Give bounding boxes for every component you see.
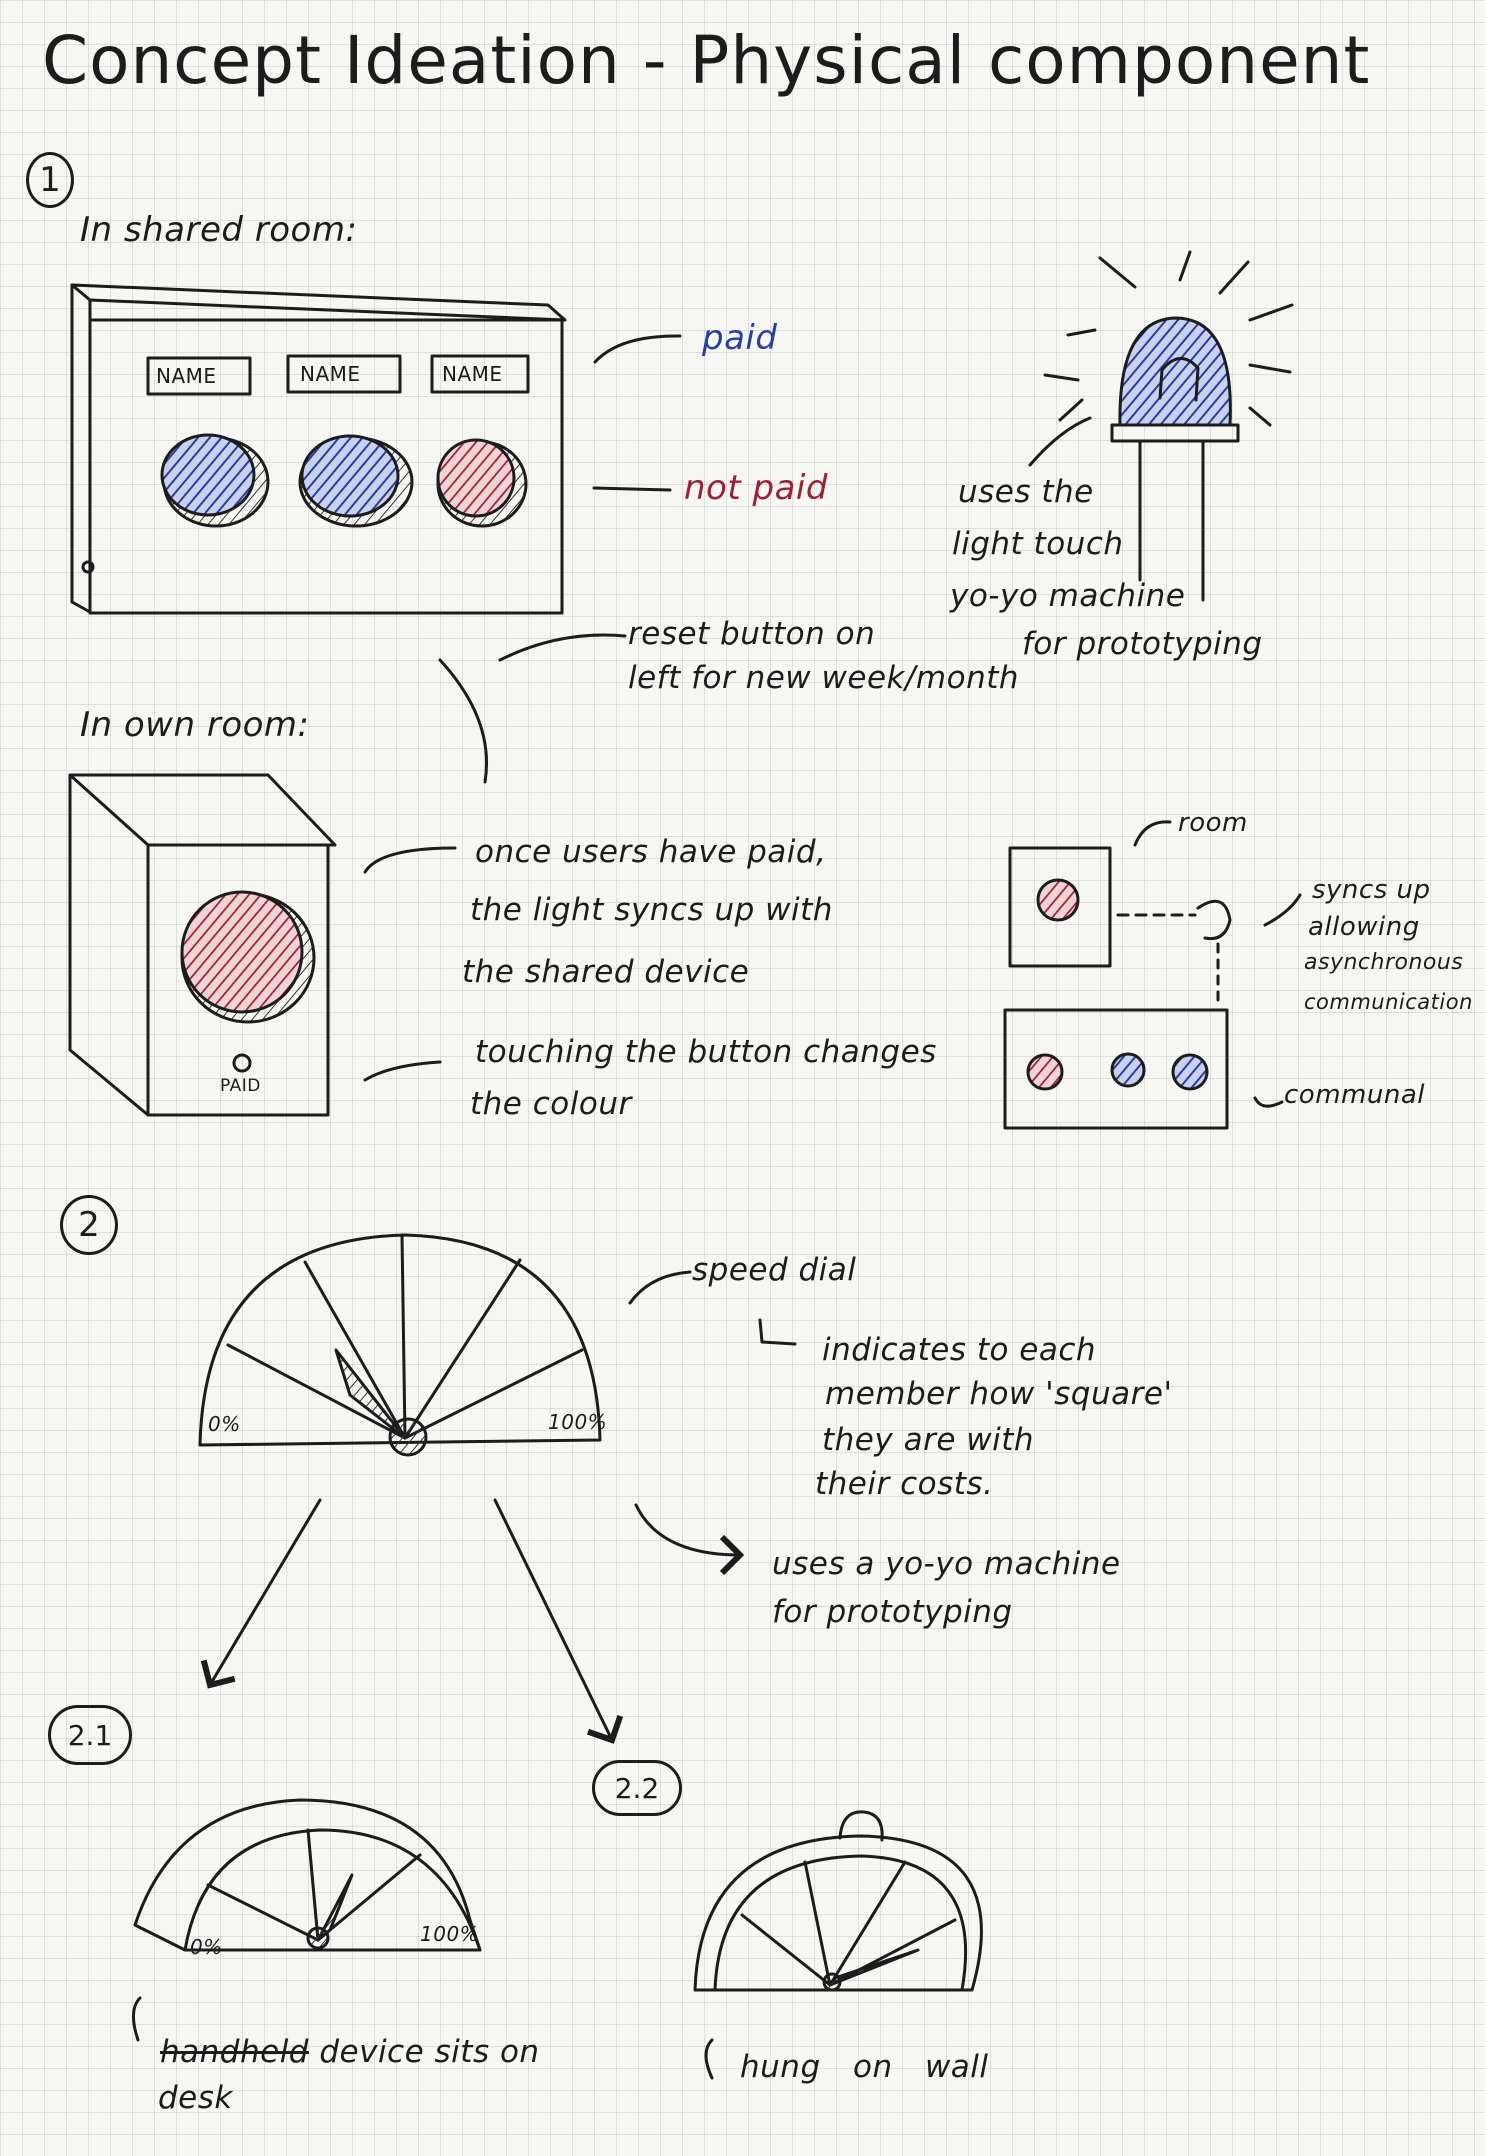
wall-bracket <box>704 2038 714 2080</box>
yoyo-note-line-1: uses a yo-yo machine <box>772 1546 1121 1582</box>
paid-button-blue-2 <box>300 434 400 518</box>
page-title: Concept Ideation - Physical component <box>42 22 1371 99</box>
arrow-to-2-2 <box>493 1498 624 1744</box>
name-tag-box-2 <box>286 354 402 394</box>
desk-dial-max-label: 100% <box>420 1922 480 1946</box>
sync-diagram <box>1003 820 1302 1130</box>
wall-caption: hung on wall <box>740 2049 989 2085</box>
indicates-note-line-1: indicates to each <box>822 1332 1097 1368</box>
desk-caption-line-1: handheld device sits on <box>160 2030 540 2074</box>
paid-button-label: PAID <box>220 1076 261 1096</box>
led-note-line-3: yo-yo machine <box>950 578 1186 614</box>
sync-pointer <box>363 846 457 874</box>
desk-caption-line-2: desk <box>158 2080 233 2116</box>
sync-note-line-3: the shared device <box>462 954 750 990</box>
desk-dial-min-label: 0% <box>190 1935 223 1959</box>
struck-word: handheld <box>160 2034 309 2070</box>
dial-min-label: 0% <box>208 1412 241 1436</box>
section-1-number: 1 <box>26 152 74 208</box>
sync-note-line-2: the light syncs up with <box>470 892 833 928</box>
reset-note-line-1: reset button on <box>628 616 876 652</box>
indicates-note-line-4: their costs. <box>815 1466 994 1502</box>
not-paid-pointer <box>592 486 672 492</box>
touch-pointer <box>363 1060 442 1082</box>
communal-label: communal <box>1284 1080 1425 1110</box>
not-paid-label: not paid <box>684 468 828 508</box>
own-room-heading: In own room: <box>80 705 310 745</box>
speed-dial-sketch <box>198 1233 602 1457</box>
sync-note-line-1: once users have paid, <box>475 834 827 870</box>
paid-label: paid <box>702 318 778 358</box>
led-sketch <box>1028 250 1294 602</box>
name-tag-2: NAME <box>300 362 361 386</box>
name-tag-box-3 <box>430 354 530 394</box>
reset-to-own-line <box>438 658 489 784</box>
syncs-note-line-4: communication <box>1304 990 1473 1014</box>
own-button-red <box>180 890 304 1014</box>
own-room-device <box>68 773 337 1117</box>
not-paid-button-red <box>436 438 516 518</box>
indicates-note-line-3: they are with <box>822 1422 1035 1458</box>
desk-dial-sketch <box>133 1798 482 1952</box>
name-tag-1: NAME <box>156 364 217 388</box>
shared-device <box>70 283 567 615</box>
arrow-to-yoyo <box>634 1503 745 1576</box>
touch-note-line-2: the colour <box>470 1086 632 1122</box>
touch-note-line-1: touching the button changes <box>475 1034 937 1070</box>
wall-dial-sketch <box>693 1810 983 1992</box>
section-2-1-number: 2.1 <box>48 1705 132 1765</box>
arrow-to-2-1 <box>200 1498 322 1689</box>
paid-pointer <box>593 334 682 364</box>
reset-note-line-2: left for new week/month <box>628 660 1020 696</box>
dial-max-label: 100% <box>548 1410 608 1434</box>
syncs-note-line-1: syncs up <box>1312 875 1431 905</box>
section-2-number: 2 <box>60 1195 118 1255</box>
led-note-line-4: for prototyping <box>1022 626 1263 662</box>
paid-button-blue-1 <box>160 433 256 517</box>
led-note-line-2: light touch <box>952 526 1124 562</box>
desk-caption-rest: device sits on <box>319 2034 540 2070</box>
speed-dial-label: speed dial <box>692 1252 857 1288</box>
indicates-pointer <box>758 1318 797 1346</box>
reset-pointer <box>498 633 627 662</box>
shared-room-heading: In shared room: <box>80 210 358 250</box>
name-tag-3: NAME <box>442 362 503 386</box>
dial-pointer <box>628 1270 692 1305</box>
yoyo-note-line-2: for prototyping <box>772 1594 1013 1630</box>
syncs-note-line-3: asynchronous <box>1304 950 1464 975</box>
indicates-note-line-2: member how 'square' <box>825 1376 1173 1412</box>
room-label: room <box>1178 808 1248 838</box>
syncs-note-line-2: allowing <box>1308 912 1420 942</box>
name-tag-box-1 <box>146 356 252 396</box>
led-note-line-1: uses the <box>958 474 1094 510</box>
section-2-2-number: 2.2 <box>592 1760 682 1816</box>
desk-bracket <box>132 1996 142 2042</box>
